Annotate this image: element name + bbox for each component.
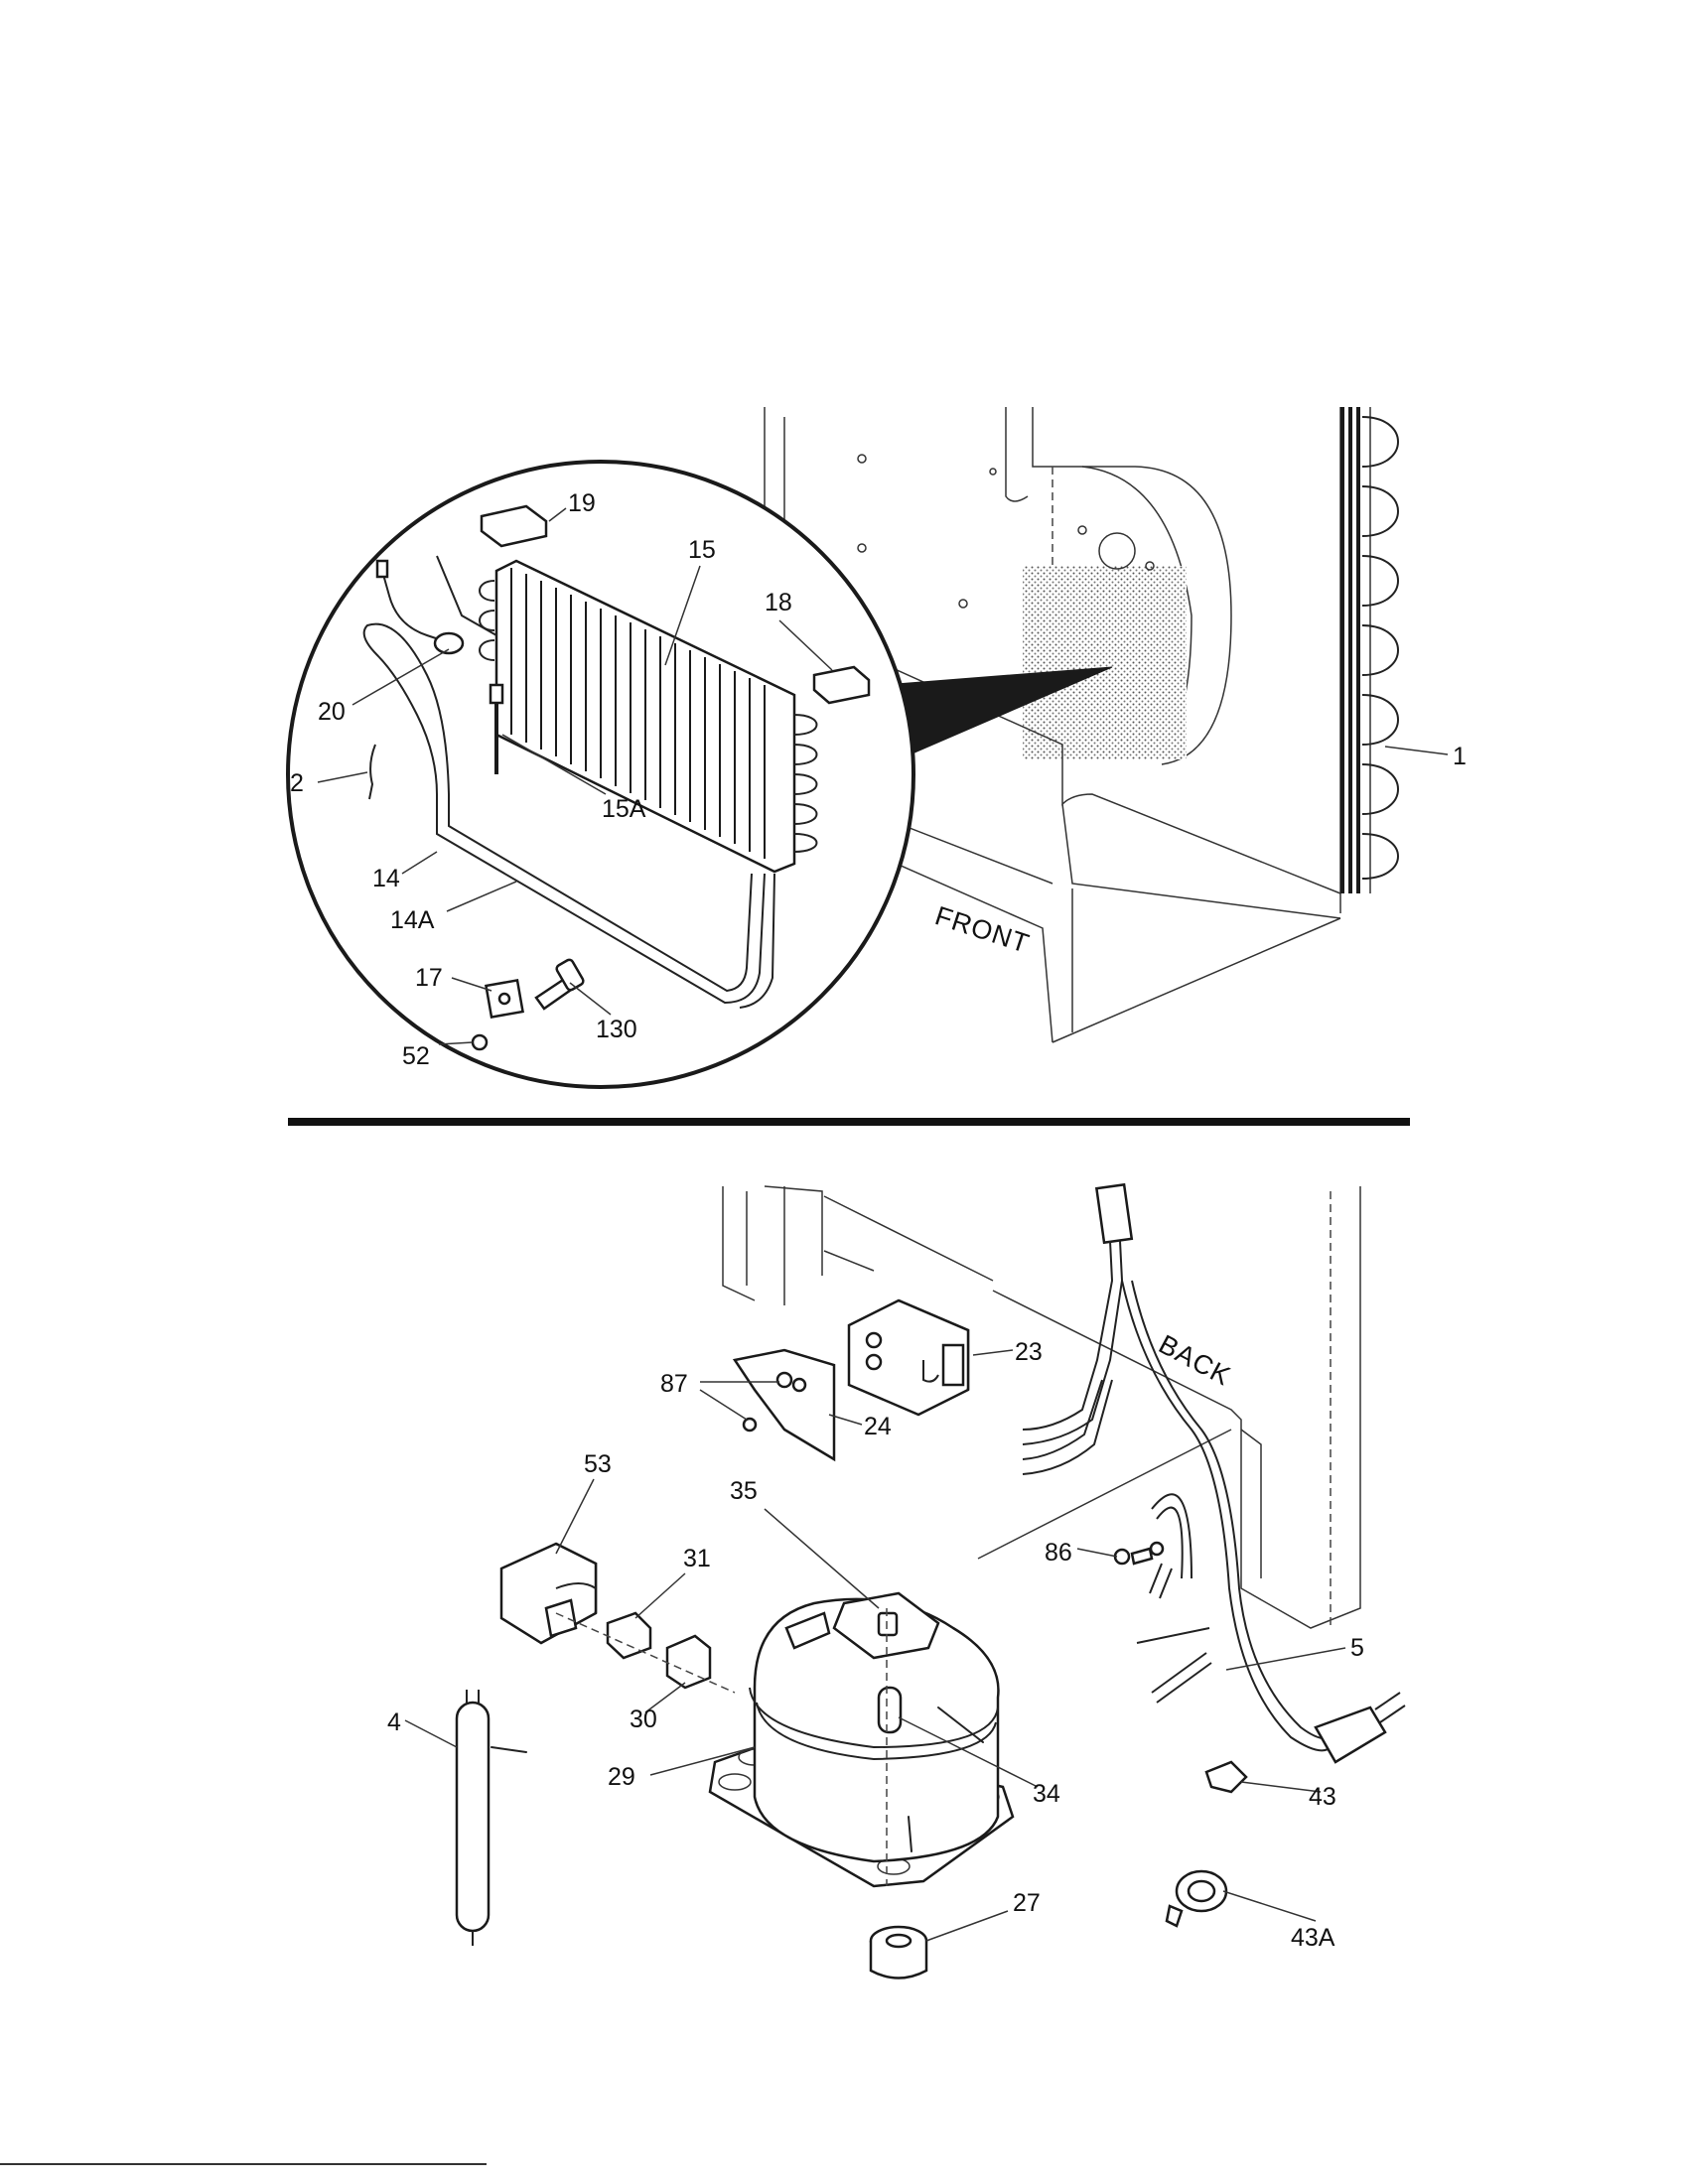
insulation-block-18 <box>812 665 871 705</box>
part-label-30: 30 <box>630 1706 657 1733</box>
part-label-17: 17 <box>415 964 443 992</box>
part-label-5: 5 <box>1350 1634 1364 1662</box>
filter-drier <box>455 1690 527 1946</box>
part-label-87: 87 <box>660 1370 688 1398</box>
lower-section: BACK <box>387 1182 1406 1979</box>
screws-87 <box>742 1371 807 1433</box>
part-label-27: 27 <box>1013 1889 1041 1917</box>
clip <box>368 744 376 800</box>
part-label-29: 29 <box>608 1763 635 1791</box>
screw-86 <box>1113 1541 1165 1566</box>
part-label-19: 19 <box>568 489 596 517</box>
relay-23 <box>847 1298 970 1417</box>
part-label-53: 53 <box>584 1450 612 1478</box>
upper-leaders <box>317 507 1449 1045</box>
grommet-27 <box>869 1925 928 1979</box>
cabinet-upper <box>764 407 1371 1043</box>
part-label-31: 31 <box>683 1545 711 1572</box>
upper-section: FRONT <box>286 407 1467 1089</box>
part-label-34: 34 <box>1033 1780 1060 1808</box>
probe <box>436 555 504 774</box>
part-label-14a: 14A <box>390 906 435 934</box>
drain-parts <box>471 958 585 1051</box>
insulation-block-19 <box>480 504 548 548</box>
clamp-43a <box>1165 1869 1228 1928</box>
part-label-15a: 15A <box>602 795 646 823</box>
part-label-43a: 43A <box>1291 1924 1335 1952</box>
drain-hole <box>1098 532 1136 570</box>
back-label: BACK <box>1154 1329 1236 1392</box>
part-label-52: 52 <box>402 1042 430 1070</box>
lower-leaders <box>404 1349 1346 1942</box>
part-label-2: 2 <box>290 769 304 797</box>
condenser-coil <box>1340 407 1399 893</box>
overload-30 <box>665 1634 712 1690</box>
compressor <box>708 1591 1015 1888</box>
part-label-24: 24 <box>864 1413 892 1440</box>
part-label-35: 35 <box>730 1477 758 1505</box>
part-label-20: 20 <box>318 698 346 726</box>
part-label-14: 14 <box>372 865 400 892</box>
defrost-heater <box>362 622 775 1009</box>
part-label-86: 86 <box>1045 1539 1072 1567</box>
part-label-15: 15 <box>688 536 716 564</box>
part-label-18: 18 <box>765 589 792 616</box>
cabinet-lower <box>722 1185 1361 1629</box>
part-label-4: 4 <box>387 1708 401 1736</box>
bracket-24 <box>732 1348 836 1462</box>
part-label-23: 23 <box>1015 1338 1043 1366</box>
clip-43 <box>1204 1760 1248 1794</box>
part-label-43: 43 <box>1309 1783 1336 1811</box>
relay-53 <box>499 1542 598 1645</box>
defrost-thermostat <box>375 559 465 655</box>
terminal-cover-31 <box>606 1611 652 1660</box>
front-label: FRONT <box>931 900 1033 959</box>
power-cord <box>1022 1182 1406 1764</box>
part-label-1: 1 <box>1453 743 1467 770</box>
evaporator-cavity <box>1023 566 1187 759</box>
part-label-130: 130 <box>596 1016 637 1043</box>
evaporator <box>479 559 818 874</box>
